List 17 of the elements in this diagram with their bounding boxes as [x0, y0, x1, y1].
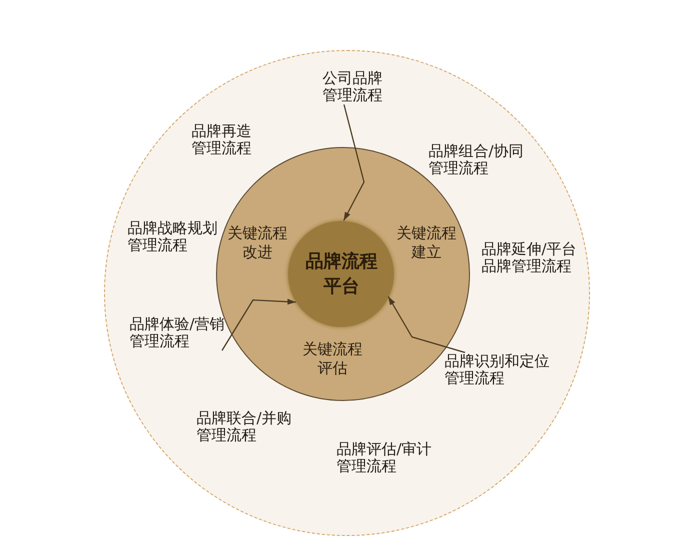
process-label: 品牌再造管理流程	[192, 122, 256, 158]
process-label: 关键流程评估	[302, 340, 364, 378]
process-label: 关键流程改进	[226, 224, 288, 262]
process-label: 品牌联合/并购管理流程	[196, 410, 298, 444]
center-circle	[288, 220, 394, 326]
process-label: 品牌战略规划管理流程	[128, 220, 224, 254]
arrow	[343, 104, 365, 221]
process-label: 品牌识别和定位管理流程	[444, 352, 554, 388]
arrow	[388, 296, 466, 354]
process-label: 品牌延伸/平台品牌管理流程	[482, 240, 584, 276]
process-label: 品牌组合/协同管理流程	[428, 142, 530, 178]
process-label: 品牌评估/审计管理流程	[336, 440, 438, 476]
process-label: 品牌体验/营销管理流程	[130, 316, 232, 350]
process-label: 公司品牌管理流程	[322, 70, 386, 104]
arrow	[221, 298, 296, 351]
process-label: 关键流程建立	[396, 224, 458, 262]
center-title: 品牌流程平台	[304, 250, 378, 298]
